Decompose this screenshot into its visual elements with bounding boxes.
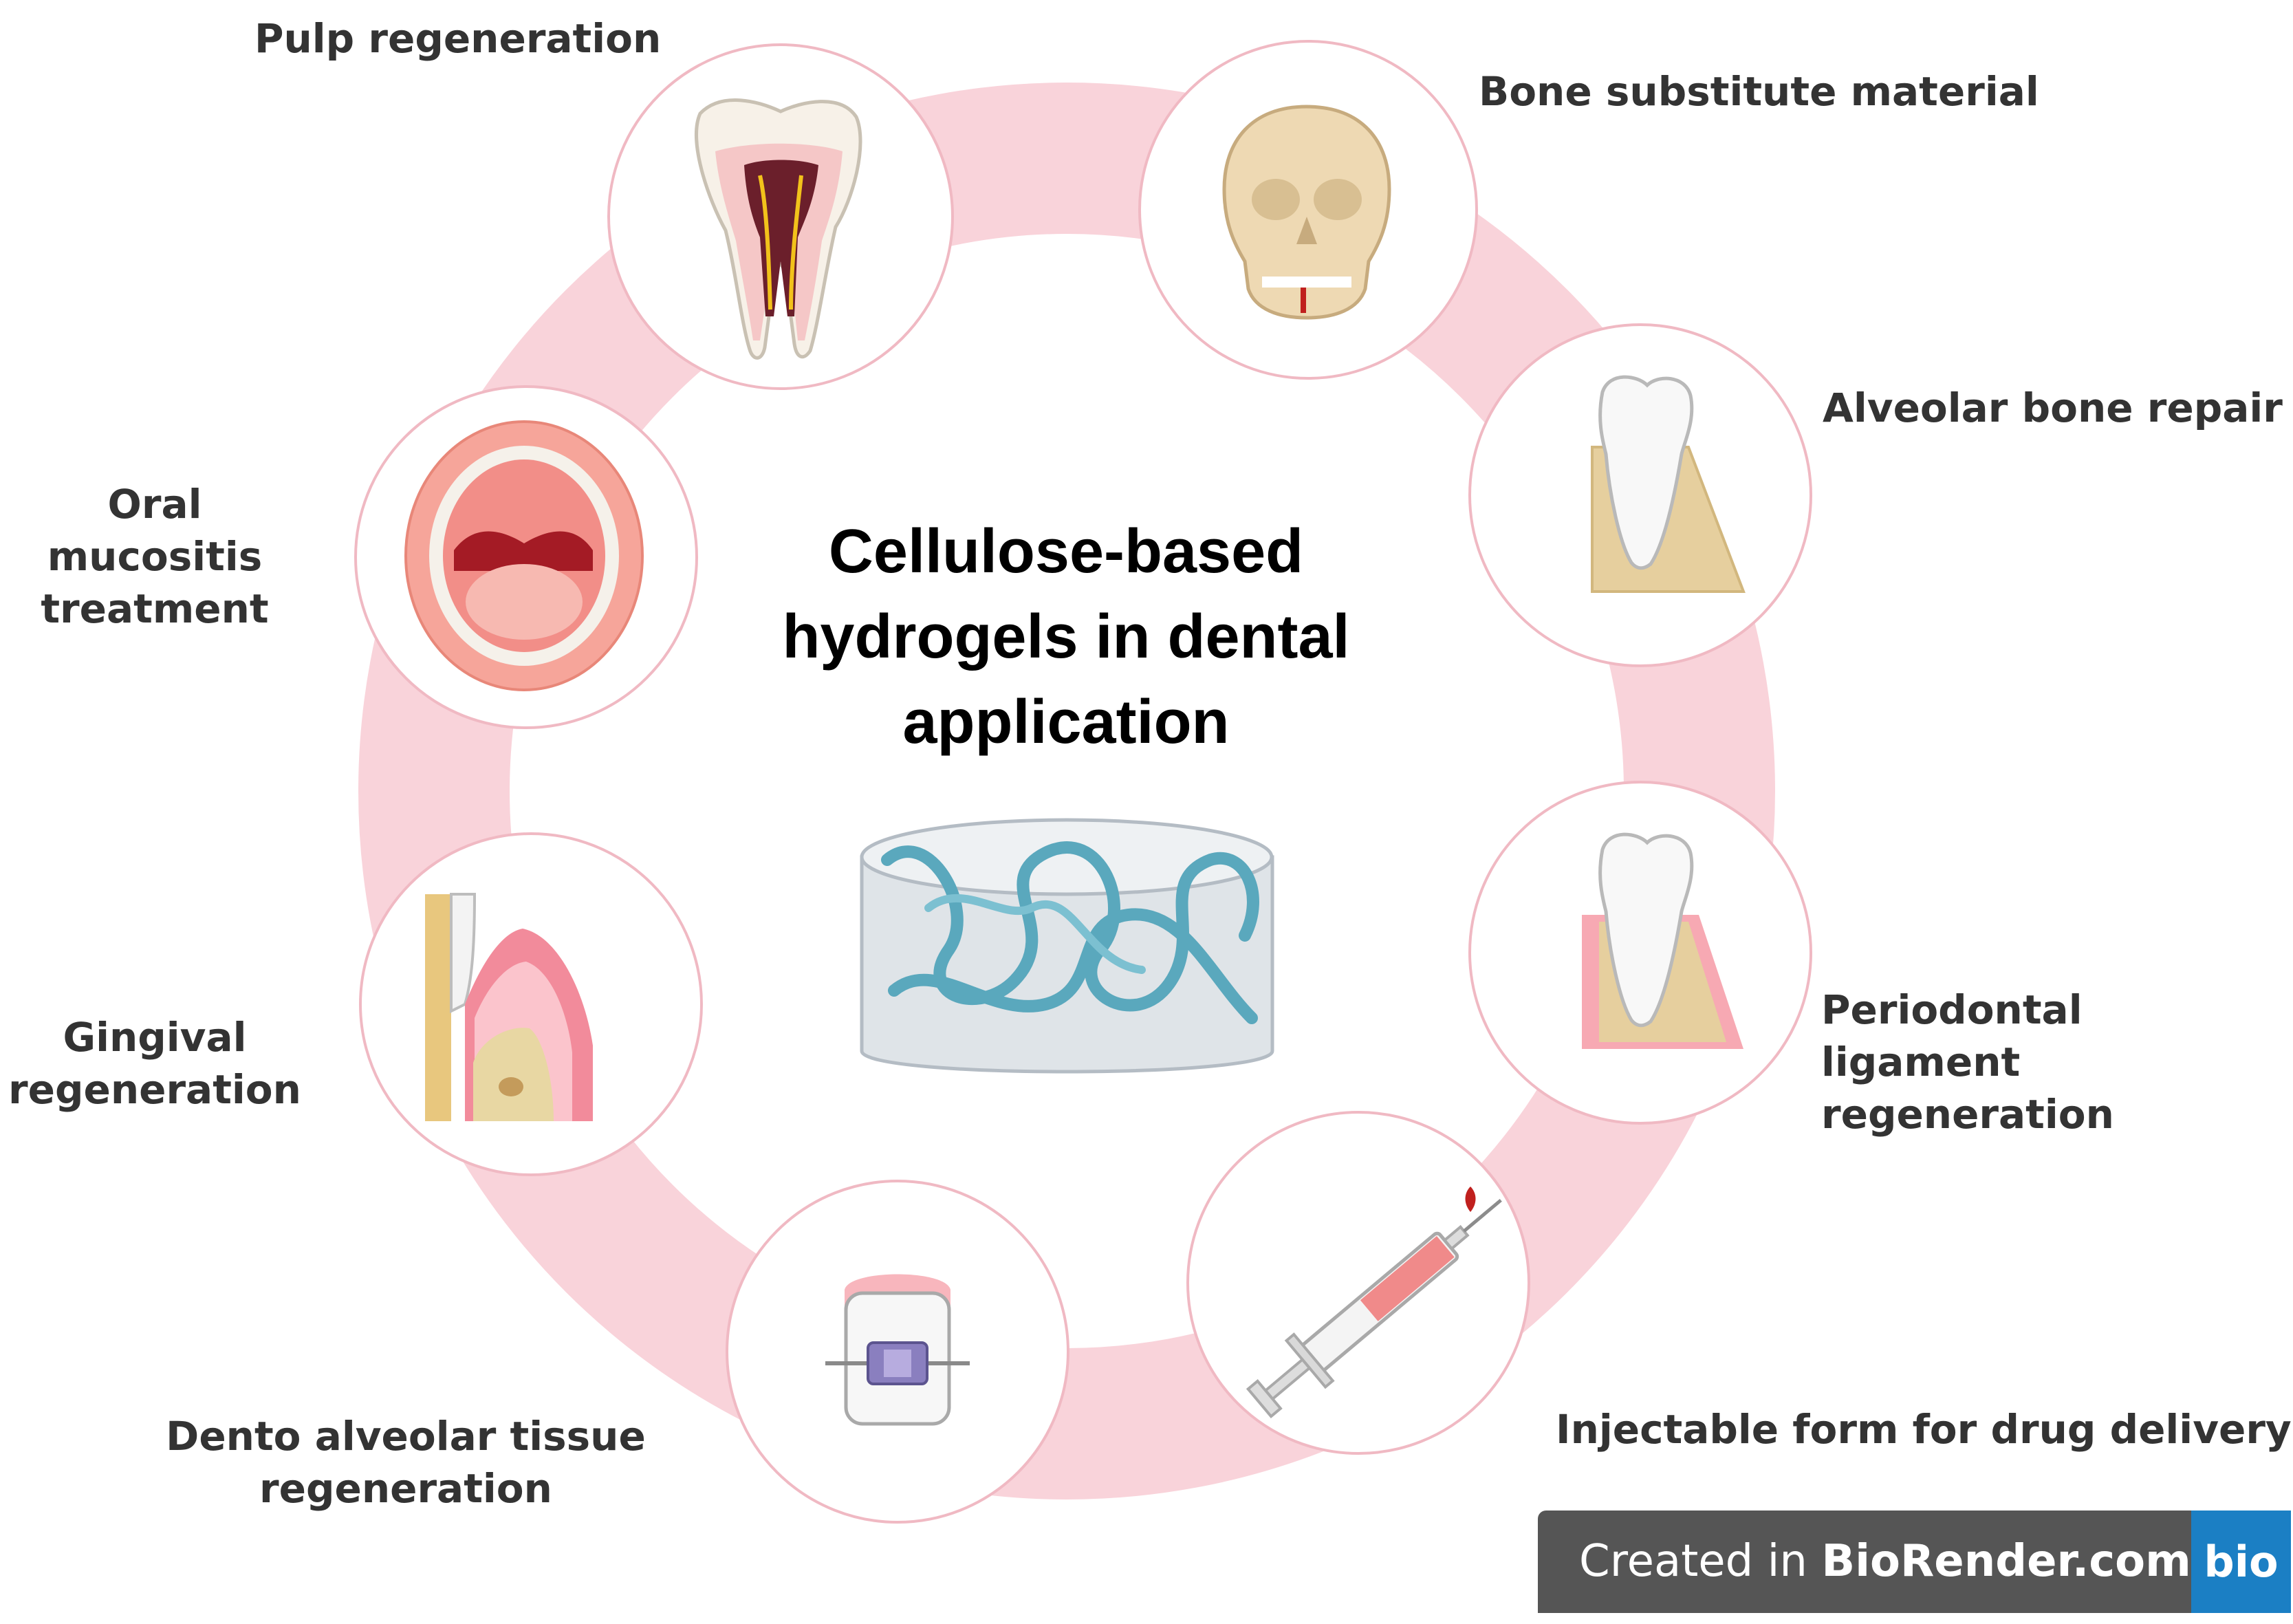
syringe-icon	[1246, 1187, 1502, 1418]
bone-substitute-node	[1138, 40, 1478, 380]
injectable-form-label: Injectable form for drug delivery	[1556, 1406, 2292, 1453]
mucositis-line-1: Oral mucositis	[47, 481, 263, 580]
gingival-regeneration-node	[359, 832, 703, 1176]
periodontal-line-2: regeneration	[1821, 1091, 2114, 1138]
dento-line-1: Dento alveolar tissue	[166, 1413, 646, 1460]
dento-line-2: regeneration	[259, 1465, 552, 1512]
oral-mucositis-label: Oral mucositis treatment	[0, 478, 309, 635]
mucositis-line-2: treatment	[41, 585, 269, 632]
badge-prefix: Created in	[1579, 1536, 1822, 1587]
oral-mucositis-node	[354, 385, 698, 729]
hydrogel-network-icon	[860, 818, 1274, 1074]
bone-substitute-label: Bone substitute material	[1479, 68, 2039, 115]
badge-brand: BioRender.com	[1821, 1536, 2191, 1587]
dento-alveolar-node	[726, 1180, 1069, 1524]
alveolar-bone-repair-label: Alveolar bone repair	[1823, 385, 2283, 431]
pink-ring	[358, 83, 1775, 1500]
tooth-with-gum-icon	[1582, 832, 1743, 1049]
gingival-line-1: Gingival	[63, 1014, 247, 1061]
biorender-badge: Created in BioRender.com bio	[1538, 1511, 2291, 1613]
injectable-form-node	[1186, 1111, 1530, 1455]
alveolar-bone-repair-node	[1468, 323, 1812, 667]
title-line-1: Cellulose-based	[828, 517, 1304, 586]
tooth-pulp-icon	[695, 98, 862, 360]
pulp-regeneration-label: Pulp regeneration	[254, 15, 662, 62]
periodontal-line-1: Periodontal ligament	[1821, 986, 2083, 1085]
tooth-with-braces-icon	[825, 1274, 970, 1426]
pulp-regeneration-node	[607, 43, 954, 390]
badge-text: Created in BioRender.com	[1579, 1511, 2191, 1613]
tooth-in-bone-icon	[1591, 375, 1746, 593]
biorender-logo: bio	[2191, 1511, 2291, 1613]
periodontal-ligament-label: Periodontal ligament regeneration	[1821, 984, 2293, 1140]
title-line-2: hydrogels in dental	[782, 603, 1350, 671]
periodontal-ligament-node	[1468, 781, 1812, 1125]
open-mouth-icon	[404, 420, 644, 691]
title-line-3: application	[902, 688, 1230, 757]
skull-icon	[1222, 105, 1391, 320]
diagram-title: Cellulose-based hydrogels in dental appl…	[722, 509, 1410, 765]
dento-alveolar-label: Dento alveolar tissue regeneration	[158, 1410, 653, 1515]
gingiva-section-icon	[425, 893, 593, 1121]
gingival-line-2: regeneration	[8, 1066, 301, 1113]
gingival-regeneration-label: Gingival regeneration	[7, 1011, 303, 1116]
